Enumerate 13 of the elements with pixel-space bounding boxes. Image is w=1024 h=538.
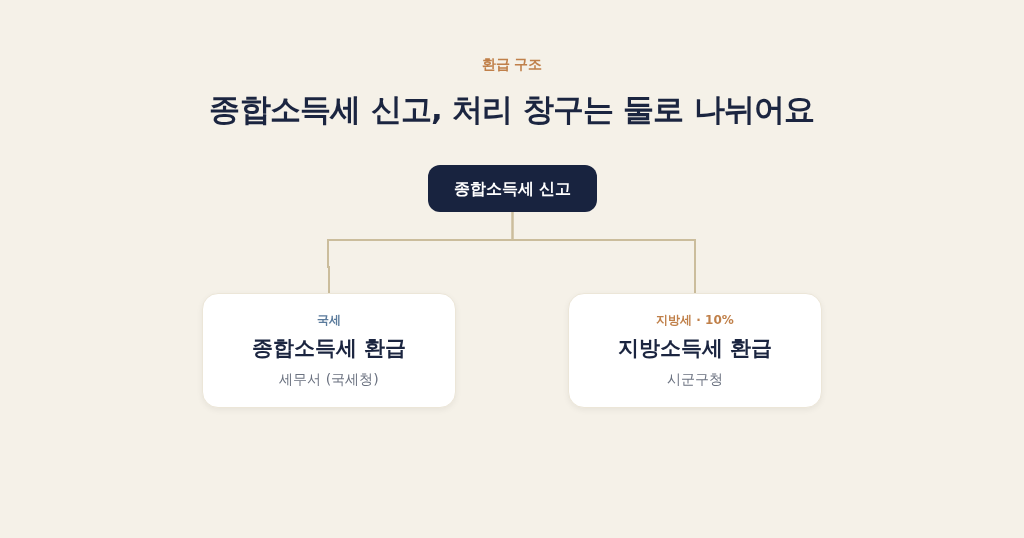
root-box — [428, 165, 597, 212]
category-tag: 지방세 · 10% — [656, 311, 734, 330]
category-tag: 국세 — [317, 311, 341, 330]
box-label: 종합소득세 신고 — [453, 177, 572, 200]
card-subtext: 시군구청 — [667, 369, 723, 389]
connector-line — [511, 211, 696, 294]
kicker-text: 환급 구조 — [481, 55, 543, 74]
category-card — [202, 293, 456, 408]
title: 종합소득세 신고, 처리 창구는 둘로 나뉘어요 — [209, 90, 815, 129]
category-card — [568, 293, 822, 408]
card-heading: 지방소득세 환급 — [617, 335, 773, 363]
card-heading: 종합소득세 환급 — [251, 335, 407, 363]
card-subtext: 세무서 (국세청) — [279, 369, 379, 389]
